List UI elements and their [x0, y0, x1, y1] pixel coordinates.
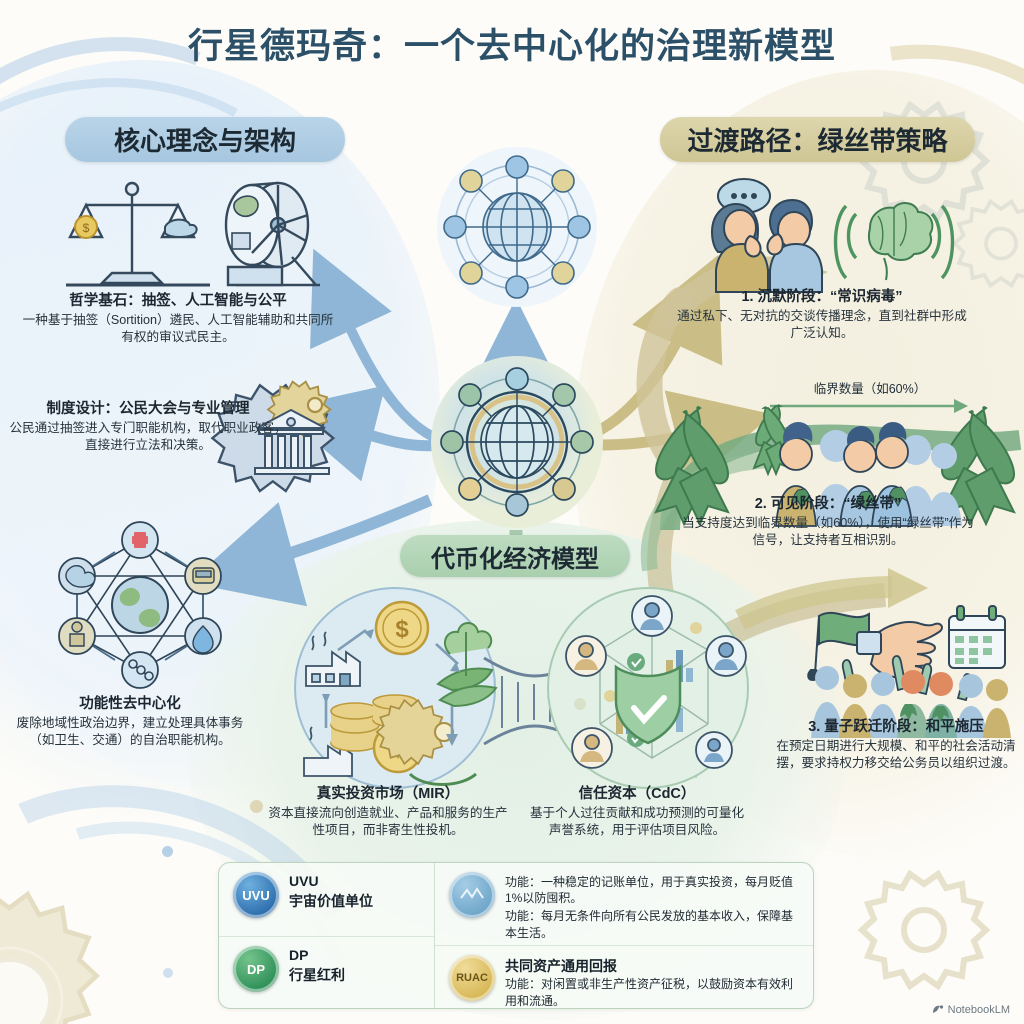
right-block-2: 2. 可见阶段：“绿丝带” 当支持度达到临界数量（如60%），使用“绿丝带”作为…: [678, 495, 978, 549]
whisper-and-brain-illustration: [710, 178, 955, 293]
green-ribbon-crowd-illustration: [654, 404, 1016, 527]
left-block-1: 哲学基石：抽签、人工智能与公平 一种基于抽签（Sortition）遴民、人工智能…: [18, 292, 338, 346]
legend-ruac-title: 共同资产通用回报: [505, 957, 617, 974]
legend-uvu-name: UVU: [289, 873, 319, 889]
legend-mir-text: 功能：一种稳定的记账单位，用于真实投资，每月贬值1%以防囤积。 功能：每月无条件…: [505, 872, 803, 941]
gear-icon-bottom-right: [857, 869, 991, 991]
section-header-right: 过渡路径：绿丝带策略: [660, 117, 975, 162]
middle-block-1-heading: 真实投资市场（MIR）: [316, 786, 460, 802]
gear-icon-bottom-left: [0, 890, 101, 1024]
middle-block-2-body: 基于个人过往贡献和成功预测的可量化声誉系统，用于评估项目风险。: [529, 805, 745, 837]
legend-mir-line-2: 功能：每月无条件向所有公民发放的基本收入，保障基本生活。: [505, 909, 794, 940]
legend-uvu-text: UVU 宇宙价值单位: [289, 872, 373, 911]
left-block-1-body: 一种基于抽签（Sortition）遴民、人工智能辅助和共同所有权的审议式民主。: [22, 312, 334, 344]
real-investment-market-illustration: $ $: [294, 587, 498, 789]
legend-dp-text: DP 行星红利: [289, 946, 345, 985]
peaceful-pressure-crowd-illustration: [807, 605, 1011, 738]
uvu-token-icon: UVU: [233, 872, 279, 918]
left-block-3-body: 废除地域性政治边界，建立处理具体事务（如卫生、交通）的自治职能机构。: [16, 715, 244, 747]
middle-block-1-body: 资本直接流向创造就业、产品和服务的生产性项目，而非寄生性投机。: [268, 805, 508, 837]
functional-decentralization-network-illustration: [58, 521, 222, 689]
right-block-1: 1. 沉默阶段：“常识病毒” 通过私下、无对抗的交谈传播理念，直到社群中形成广泛…: [672, 288, 972, 342]
left-block-2-body: 公民通过抽签进入专门职能机构，取代职业政客，直接进行立法和决策。: [9, 420, 287, 452]
section-header-middle: 代币化经济模型: [400, 535, 630, 577]
decorative-dot: [163, 968, 173, 978]
legend-row-dp[interactable]: DP DP 行星红利: [219, 936, 434, 996]
legend-dp-name: DP: [289, 947, 309, 963]
left-block-3: 功能性去中心化 废除地域性政治边界，建立处理具体事务（如卫生、交通）的自治职能机…: [5, 695, 255, 749]
legend-mir-line-1: 功能：一种稳定的记账单位，用于真实投资，每月贬值1%以防囤积。: [505, 875, 794, 906]
legend-column-tokens: UVU UVU 宇宙价值单位 DP DP 行星红利: [219, 863, 435, 1008]
left-block-3-heading: 功能性去中心化: [79, 696, 181, 712]
legend-row-mir[interactable]: 功能：一种稳定的记账单位，用于真实投资，每月贬值1%以防囤积。 功能：每月无条件…: [435, 863, 813, 945]
right-block-3: 3. 量子跃迁阶段：和平施压 在预定日期进行大规模、和平的社会活动清摆，要求持权…: [772, 718, 1020, 772]
threshold-label: 临界数量（如60%）: [760, 378, 980, 397]
institution-gears-temple-illustration: [210, 380, 336, 493]
legend-row-uvu[interactable]: UVU UVU 宇宙价值单位: [219, 863, 434, 922]
decorative-dot: [250, 800, 263, 813]
dp-token-icon: DP: [233, 946, 279, 992]
legend-uvu-sub: 宇宙价值单位: [289, 892, 373, 909]
threshold-arrow: [770, 399, 968, 413]
legend-ruac-line-1: 功能：对闲置或非生产性资产征税，以鼓励资本有效利用和流通。: [505, 977, 794, 1008]
legend-ruac-text: 共同资产通用回报 功能：对闲置或非生产性资产征税，以鼓励资本有效利用和流通。: [505, 955, 803, 1009]
left-block-1-heading: 哲学基石：抽签、人工智能与公平: [69, 293, 287, 309]
token-legend-card: UVU UVU 宇宙价值单位 DP DP 行星红利: [218, 862, 814, 1009]
section-header-left: 核心理念与架构: [65, 117, 345, 162]
legend-dp-sub: 行星红利: [289, 966, 345, 983]
left-block-2-heading: 制度设计：公民大会与专业管理: [46, 401, 250, 417]
legend-column-functions: 功能：一种稳定的记账单位，用于真实投资，每月贬值1%以防囤积。 功能：每月无条件…: [435, 863, 813, 1008]
right-block-3-body: 在预定日期进行大规模、和平的社会活动清摆，要求持权力移交给公务员以组织过渡。: [776, 738, 1016, 770]
mir-token-icon: [449, 872, 495, 918]
page-title: 行星德玛奇：一个去中心化的治理新模型: [187, 27, 836, 66]
watermark-text: NotebookLM: [947, 1004, 1010, 1016]
ruac-token-icon: RUAC: [449, 954, 495, 1001]
right-block-1-heading: 1. 沉默阶段：“常识病毒”: [741, 289, 903, 305]
svg-text:$: $: [83, 221, 90, 235]
middle-block-2: 信任资本（CdC） 基于个人过往贡献和成功预测的可量化声誉系统，用于评估项目风险…: [527, 785, 747, 839]
watermark: NotebookLM: [932, 1004, 1010, 1016]
left-block-2: 制度设计：公民大会与专业管理 公民通过抽签进入专门职能机构，取代职业政客，直接进…: [8, 400, 288, 454]
globe-network-hub-center: [431, 356, 603, 528]
notebooklm-logo-icon: [932, 1005, 943, 1013]
scales-and-lottery-wheel-illustration: $: [66, 181, 320, 287]
svg-text:$: $: [395, 616, 409, 643]
legend-row-ruac[interactable]: RUAC 共同资产通用回报 功能：对闲置或非生产性资产征税，以鼓励资本有效利用和…: [435, 944, 813, 1013]
section-header-middle-text: 代币化经济模型: [431, 545, 599, 573]
globe-network-node-top: [437, 147, 597, 307]
right-block-3-heading: 3. 量子跃迁阶段：和平施压: [808, 719, 984, 735]
middle-block-1: 真实投资市场（MIR） 资本直接流向创造就业、产品和服务的生产性项目，而非寄生性…: [268, 785, 508, 839]
right-block-2-body: 当支持度达到临界数量（如60%），使用“绿丝带”作为信号，让支持者互相识别。: [682, 515, 974, 547]
threshold-label-text: 临界数量（如60%）: [813, 382, 927, 396]
trust-capital-illustration: [547, 587, 749, 789]
wave-icon: [460, 887, 484, 899]
right-block-2-heading: 2. 可见阶段：“绿丝带”: [754, 496, 902, 512]
middle-block-2-heading: 信任资本（CdC）: [578, 786, 696, 802]
right-block-1-body: 通过私下、无对抗的交谈传播理念，直到社群中形成广泛认知。: [677, 308, 967, 340]
decorative-dot: [162, 846, 173, 857]
